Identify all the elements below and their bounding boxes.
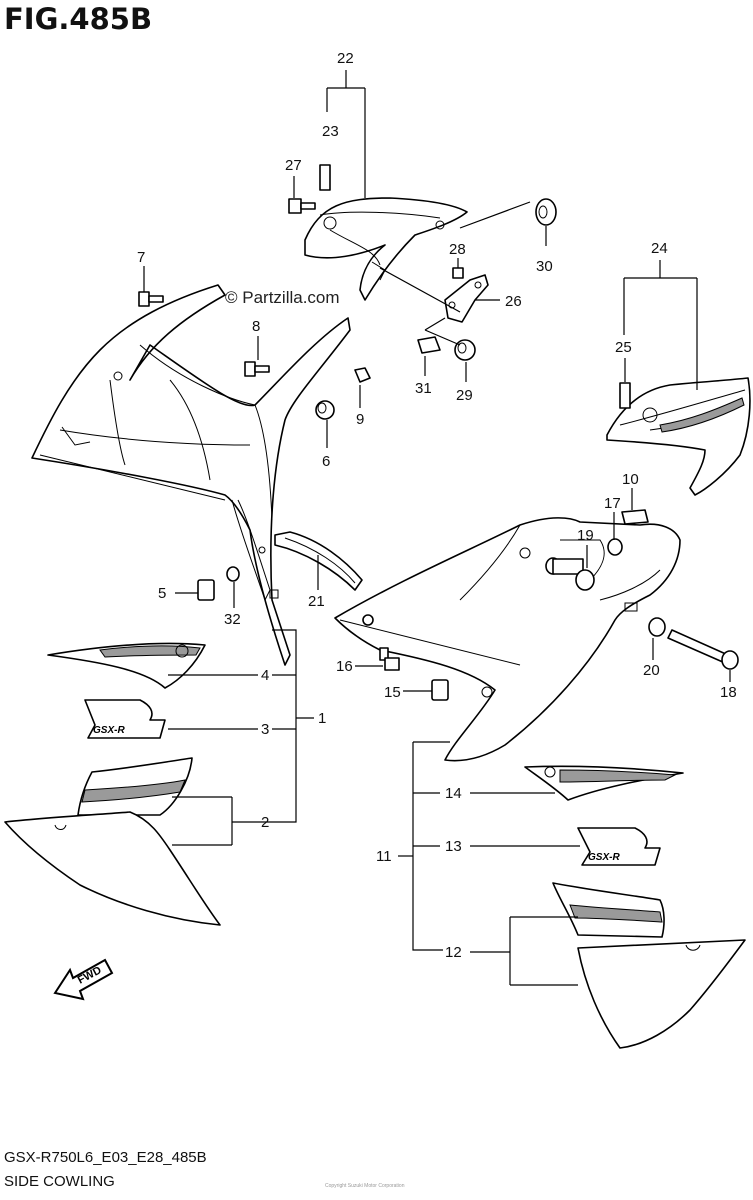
- callout-6[interactable]: 6: [322, 453, 330, 470]
- screw-7-part[interactable]: [138, 291, 164, 307]
- collar-19-part[interactable]: [545, 557, 595, 591]
- callout-30[interactable]: 30: [536, 258, 553, 275]
- decal-4-part[interactable]: [47, 642, 206, 689]
- bolt-18-part[interactable]: [667, 629, 739, 670]
- label-23-part[interactable]: [319, 164, 331, 191]
- callout-22[interactable]: 22: [337, 50, 354, 67]
- callout-4[interactable]: 4: [261, 667, 269, 684]
- nut-32-part[interactable]: [226, 566, 240, 582]
- screw-28-part[interactable]: [452, 267, 464, 279]
- decal-2-part[interactable]: [77, 757, 193, 816]
- callout-11[interactable]: 11: [376, 848, 392, 865]
- grommet-30-part[interactable]: [535, 198, 557, 226]
- gsxr-badge-right-text: GSX-R: [588, 852, 620, 863]
- callout-18[interactable]: 18: [720, 684, 737, 701]
- inner-lower-left-part[interactable]: [4, 811, 221, 926]
- inner-bracket-part[interactable]: [304, 197, 468, 301]
- bracket-26-part[interactable]: [444, 274, 489, 323]
- figure-code: GSX-R750L6_E03_E28_485B: [4, 1149, 207, 1166]
- gsxr-badge-left[interactable]: GSX-R: [84, 699, 166, 739]
- callout-3[interactable]: 3: [261, 721, 269, 738]
- copyright-fineprint: Copyright Suzuki Motor Corporation: [325, 1183, 405, 1189]
- pad-31-part[interactable]: [417, 336, 441, 354]
- callout-13[interactable]: 13: [445, 838, 462, 855]
- callout-16[interactable]: 16: [336, 658, 353, 675]
- inner-lower-right-part[interactable]: [577, 939, 746, 1049]
- callout-23[interactable]: 23: [322, 123, 339, 140]
- forward-arrow-icon: FWD: [53, 958, 114, 1001]
- label-25-part[interactable]: [619, 382, 631, 409]
- clip-15-part[interactable]: [431, 679, 449, 701]
- upper-cowl-part[interactable]: [31, 284, 351, 666]
- screw-8-part[interactable]: [244, 361, 270, 377]
- callout-12[interactable]: 12: [445, 944, 462, 961]
- callout-17[interactable]: 17: [604, 495, 621, 512]
- grommet-6-part[interactable]: [315, 400, 335, 420]
- callout-14[interactable]: 14: [445, 785, 462, 802]
- callout-8[interactable]: 8: [252, 318, 260, 335]
- screw-16-part[interactable]: [379, 647, 400, 671]
- callout-25[interactable]: 25: [615, 339, 632, 356]
- decal-14-part[interactable]: [524, 765, 684, 801]
- callout-32[interactable]: 32: [224, 611, 241, 628]
- gsxr-badge-right[interactable]: GSX-R: [577, 827, 661, 866]
- callout-1[interactable]: 1: [318, 710, 326, 727]
- nut-9-part[interactable]: [354, 367, 371, 383]
- callout-29[interactable]: 29: [456, 387, 473, 404]
- callout-27[interactable]: 27: [285, 157, 302, 174]
- screw-27-part[interactable]: [288, 198, 316, 214]
- figure-name: SIDE COWLING: [4, 1173, 115, 1190]
- watermark: © Partzilla.com: [225, 288, 340, 307]
- rear-cover-part[interactable]: [606, 377, 751, 496]
- callout-31[interactable]: 31: [415, 380, 432, 397]
- pad-10-part[interactable]: [621, 509, 649, 525]
- callout-2[interactable]: 2: [261, 814, 269, 831]
- callout-5[interactable]: 5: [158, 585, 166, 602]
- clip-5-part[interactable]: [197, 579, 215, 601]
- figure-title: FIG.485B: [4, 2, 153, 36]
- callout-24[interactable]: 24: [651, 240, 668, 257]
- callout-28[interactable]: 28: [449, 241, 466, 258]
- grommet-29-part[interactable]: [454, 339, 476, 361]
- callout-26[interactable]: 26: [505, 293, 522, 310]
- decal-12-stripe-part[interactable]: [552, 882, 665, 938]
- leader-lines: [143, 70, 731, 986]
- clip-nut-part[interactable]: [362, 614, 374, 626]
- callout-9[interactable]: 9: [356, 411, 364, 428]
- side-cowl-part[interactable]: [334, 517, 681, 762]
- gsxr-badge-left-text: GSX-R: [93, 725, 125, 736]
- callout-15[interactable]: 15: [384, 684, 401, 701]
- callout-19[interactable]: 19: [577, 527, 594, 544]
- grommet-20-part[interactable]: [648, 617, 666, 637]
- callout-10[interactable]: 10: [622, 471, 639, 488]
- callout-20[interactable]: 20: [643, 662, 660, 679]
- callout-21[interactable]: 21: [308, 593, 325, 610]
- callout-labels: 23 22 27 7 8 28 30 26 29 31 9 6 24 25 10…: [137, 50, 737, 961]
- nut-17-part[interactable]: [607, 538, 623, 556]
- callout-7[interactable]: 7: [137, 249, 145, 266]
